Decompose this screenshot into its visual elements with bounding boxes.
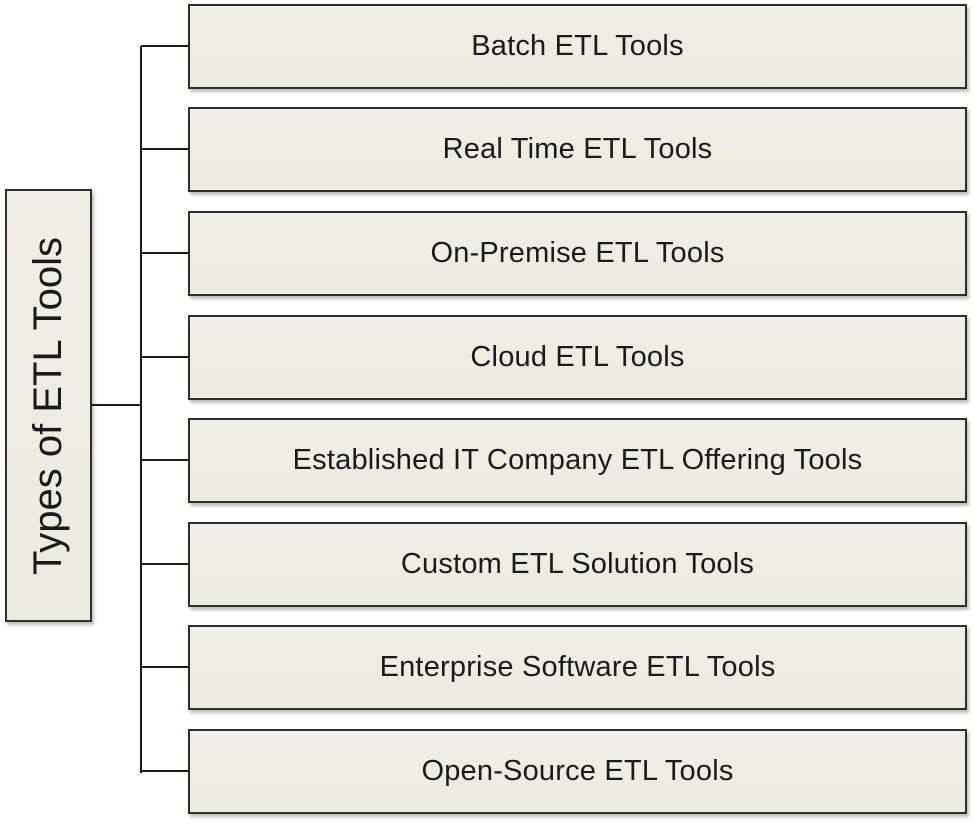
node-cloud-etl-tools: Cloud ETL Tools <box>188 315 967 400</box>
connector-branch-open-source <box>141 770 188 772</box>
node-label: Real Time ETL Tools <box>442 133 713 165</box>
node-custom-etl-solution-tools: Custom ETL Solution Tools <box>188 522 967 607</box>
node-label: Cloud ETL Tools <box>470 341 685 373</box>
connector-branch-cloud <box>141 356 188 358</box>
node-label: Open-Source ETL Tools <box>421 755 734 787</box>
connector-branch-enterprise <box>141 666 188 668</box>
connector-root-stub <box>92 404 141 406</box>
node-label: Batch ETL Tools <box>471 30 684 62</box>
root-node-types-of-etl-tools: Types of ETL Tools <box>5 189 92 622</box>
node-label: Enterprise Software ETL Tools <box>379 651 776 683</box>
connector-branch-on-premise <box>141 252 188 254</box>
root-node-label: Types of ETL Tools <box>26 236 70 575</box>
node-label: Custom ETL Solution Tools <box>400 548 755 580</box>
node-on-premise-etl-tools: On-Premise ETL Tools <box>188 211 967 296</box>
connector-branch-real-time <box>141 148 188 150</box>
node-open-source-etl-tools: Open-Source ETL Tools <box>188 729 967 814</box>
node-label: Established IT Company ETL Offering Tool… <box>292 444 863 476</box>
connector-branch-batch <box>141 45 188 47</box>
node-label: On-Premise ETL Tools <box>430 237 725 269</box>
node-real-time-etl-tools: Real Time ETL Tools <box>188 107 967 192</box>
connector-spine <box>140 46 142 773</box>
node-established-it-company-etl-offering-tools: Established IT Company ETL Offering Tool… <box>188 418 967 503</box>
node-enterprise-software-etl-tools: Enterprise Software ETL Tools <box>188 625 967 710</box>
node-batch-etl-tools: Batch ETL Tools <box>188 4 967 89</box>
connector-branch-established-it <box>141 459 188 461</box>
connector-branch-custom <box>141 563 188 565</box>
